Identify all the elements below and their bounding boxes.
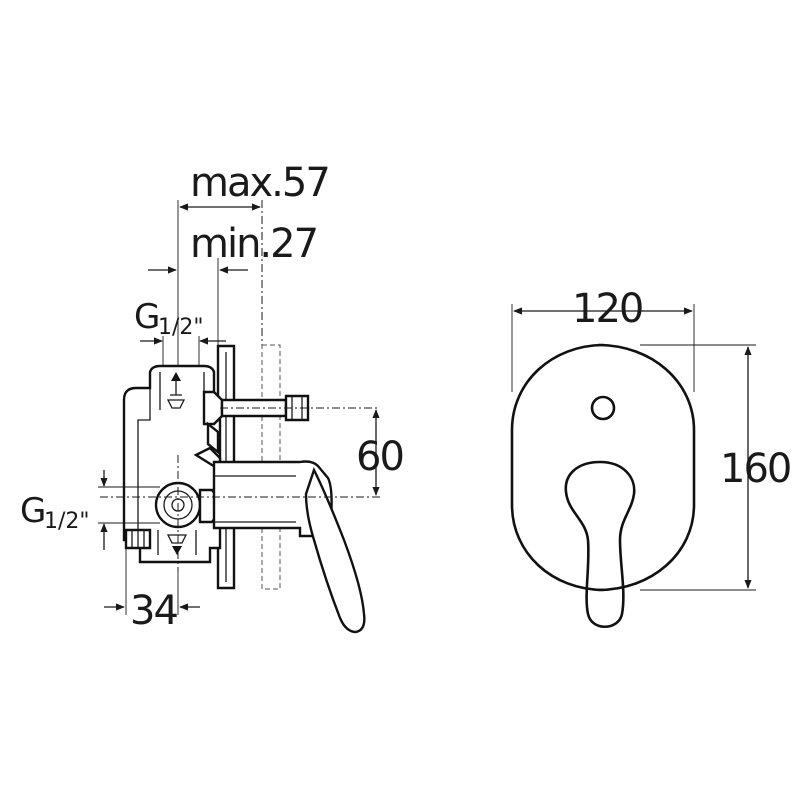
thread-top-label: G (134, 297, 158, 337)
thread-side-label: G (20, 491, 44, 531)
valve-body (122, 364, 224, 564)
body-width-dimension: 34 (104, 548, 200, 634)
plate-height-label: 160 (720, 446, 790, 492)
front-view: 120 160 (510, 286, 792, 629)
lever-handle (193, 446, 366, 634)
max-depth-label: max.57 (190, 160, 329, 206)
side-view: max.57 min.27 G 1/2" (20, 160, 405, 634)
outlet-spacing-dimension: 60 (356, 409, 405, 496)
thread-side-dimension: G 1/2" (20, 470, 160, 550)
plate-height-dimension: 160 (640, 344, 792, 591)
outlet-spacing-label: 60 (356, 434, 403, 480)
max-depth-dimension: max.57 (177, 160, 331, 400)
thread-top-fraction: 1/2" (158, 315, 204, 340)
body-width-label: 34 (130, 588, 177, 634)
plate-width-dimension: 120 (511, 286, 695, 392)
plate-width-label: 120 (572, 286, 642, 332)
diverter-button (590, 395, 616, 421)
thread-top-dimension: G 1/2" (134, 297, 226, 368)
front-cover-plate (510, 343, 696, 592)
thread-side-fraction: 1/2" (44, 509, 90, 534)
min-depth-label: min.27 (190, 221, 317, 267)
min-depth-dimension: min.27 (148, 221, 319, 345)
front-lever (564, 460, 636, 629)
